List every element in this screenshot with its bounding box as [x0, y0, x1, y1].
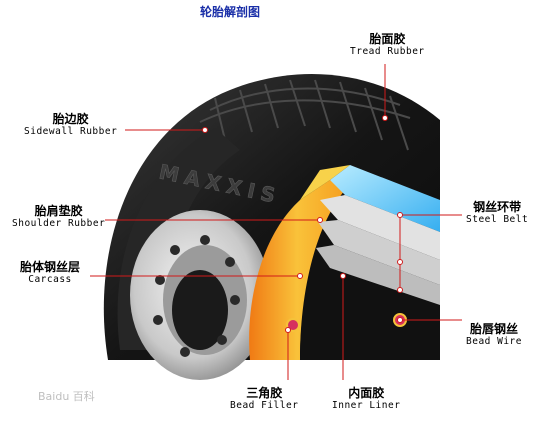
label-shoulder-rubber: 胎肩垫胶 Shoulder Rubber — [12, 204, 105, 230]
label-bead-filler: 三角胶 Bead Filler — [230, 386, 298, 412]
label-zh: 三角胶 — [246, 386, 283, 400]
lug-holes — [153, 235, 240, 357]
belt-layer-2 — [320, 195, 440, 260]
label-zh: 钢丝环带 — [473, 200, 522, 214]
label-zh: 胎唇钢丝 — [469, 322, 518, 336]
leader-dots — [202, 115, 403, 333]
watermark: Baidu 百科 — [38, 390, 95, 403]
label-zh: 胎边胶 — [52, 112, 89, 126]
label-zh: 胎体钢丝层 — [20, 260, 81, 274]
label-en: Bead Wire — [466, 336, 522, 348]
label-en: Steel Belt — [466, 214, 529, 226]
belt-layer-4 — [316, 245, 440, 305]
tread-grooves — [199, 79, 411, 151]
tread-yellow-edge — [300, 165, 350, 200]
diagram-title: 轮胎解剖图 — [200, 5, 261, 19]
label-tread-rubber: 胎面胶 Tread Rubber — [350, 32, 425, 58]
hub — [172, 270, 228, 350]
label-inner-liner: 内面胶 Inner Liner — [332, 386, 400, 412]
label-zh: 胎肩垫胶 — [34, 204, 83, 218]
leader-lines — [90, 64, 462, 380]
label-sidewall-rubber: 胎边胶 Sidewall Rubber — [24, 112, 117, 138]
label-en: Shoulder Rubber — [12, 218, 106, 230]
label-bead-wire: 胎唇钢丝 Bead Wire — [466, 322, 522, 348]
label-en: Sidewall Rubber — [24, 126, 118, 138]
label-carcass: 胎体钢丝层 Carcass — [20, 260, 80, 286]
belt-layer-3 — [318, 220, 440, 285]
label-en: Bead Filler — [230, 400, 299, 412]
label-en: Carcass — [28, 274, 72, 286]
label-en: Inner Liner — [332, 400, 401, 412]
label-zh: 内面胶 — [348, 386, 385, 400]
label-zh: 胎面胶 — [369, 32, 406, 46]
label-steel-belt: 钢丝环带 Steel Belt — [466, 200, 528, 226]
label-en: Tread Rubber — [350, 46, 425, 58]
